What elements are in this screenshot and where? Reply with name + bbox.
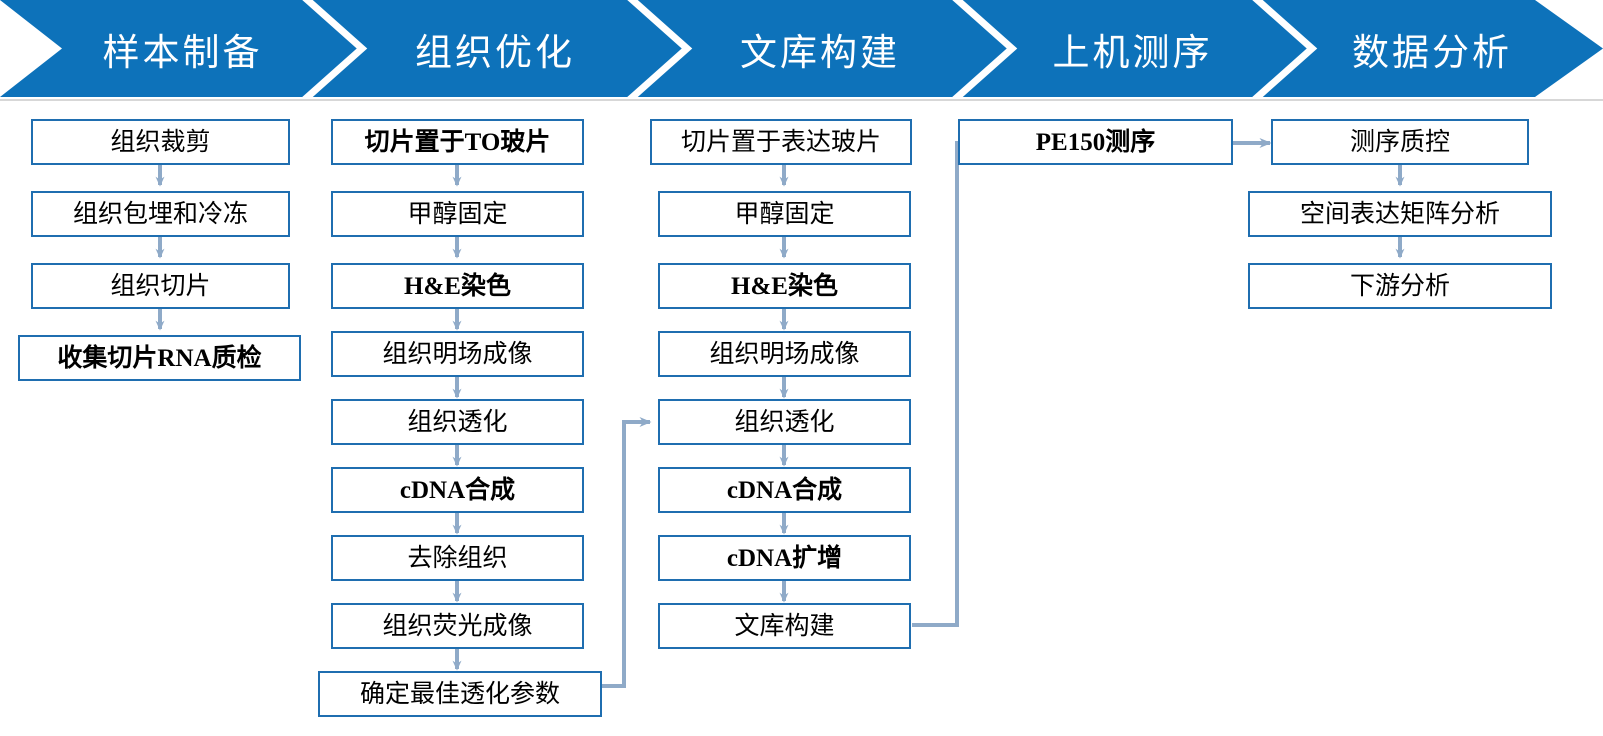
- node-label: 去除组织: [407, 544, 508, 572]
- banner-underline: [0, 99, 1603, 101]
- node-label: 组织透化: [407, 408, 508, 436]
- node-collect-sections-rna-qc[interactable]: 收集切片RNA质检: [18, 335, 301, 381]
- node-fluorescence-imaging[interactable]: 组织荧光成像: [331, 603, 584, 649]
- node-permeabilization-lib[interactable]: 组织透化: [658, 399, 911, 445]
- node-tissue-embedding-freezing[interactable]: 组织包埋和冷冻: [31, 191, 290, 237]
- node-section-on-expression-slide[interactable]: 切片置于表达玻片: [650, 119, 912, 165]
- stage-banner: 样本制备 组织优化 文库构建 上机测序 数据分析: [0, 0, 1603, 97]
- node-determine-optimal-permeabilization[interactable]: 确定最佳透化参数: [318, 671, 602, 717]
- node-label: 测序质控: [1349, 128, 1450, 156]
- node-label: 组织明场成像: [382, 340, 533, 368]
- connector-optimization-to-permeabilization: [602, 417, 652, 688]
- banner-chevron-3: [952, 0, 1018, 97]
- node-spatial-expression-matrix-analysis[interactable]: 空间表达矩阵分析: [1248, 191, 1552, 237]
- node-sequencing-qc[interactable]: 测序质控: [1271, 119, 1529, 165]
- node-label: 切片置于表达玻片: [680, 128, 881, 156]
- node-label: H&E染色: [404, 272, 511, 300]
- node-cdna-synthesis-opt[interactable]: cDNA合成: [331, 467, 584, 513]
- node-he-staining-opt[interactable]: H&E染色: [331, 263, 584, 309]
- connector-library-to-sequencing: [912, 138, 1152, 627]
- node-label: 下游分析: [1349, 272, 1450, 300]
- node-methanol-fixation-opt[interactable]: 甲醇固定: [331, 191, 584, 237]
- node-library-construction[interactable]: 文库构建: [658, 603, 911, 649]
- node-label: cDNA合成: [399, 476, 516, 504]
- node-cdna-amplification[interactable]: cDNA扩增: [658, 535, 911, 581]
- node-label: 确定最佳透化参数: [359, 680, 560, 708]
- banner-chevron-4: [1252, 0, 1318, 97]
- node-downstream-analysis[interactable]: 下游分析: [1248, 263, 1552, 309]
- node-label: 甲醇固定: [407, 200, 508, 228]
- node-label: 甲醇固定: [734, 200, 835, 228]
- node-label: 空间表达矩阵分析: [1299, 200, 1500, 228]
- node-label: cDNA扩增: [726, 544, 843, 572]
- node-methanol-fixation-lib[interactable]: 甲醇固定: [658, 191, 911, 237]
- banner-chevron-1: [302, 0, 368, 97]
- node-permeabilization-opt[interactable]: 组织透化: [331, 399, 584, 445]
- node-cdna-synthesis-lib[interactable]: cDNA合成: [658, 467, 911, 513]
- node-he-staining-lib[interactable]: H&E染色: [658, 263, 911, 309]
- node-label: 组织裁剪: [110, 128, 211, 156]
- node-label: 组织荧光成像: [382, 612, 533, 640]
- node-tissue-sectioning[interactable]: 组织切片: [31, 263, 290, 309]
- node-brightfield-imaging-opt[interactable]: 组织明场成像: [331, 331, 584, 377]
- node-tissue-trimming[interactable]: 组织裁剪: [31, 119, 290, 165]
- node-pe150-sequencing[interactable]: PE150测序: [958, 119, 1233, 165]
- node-label: 切片置于TO玻片: [364, 128, 551, 156]
- node-label: 组织明场成像: [709, 340, 860, 368]
- node-brightfield-imaging-lib[interactable]: 组织明场成像: [658, 331, 911, 377]
- node-label: H&E染色: [731, 272, 838, 300]
- node-label: cDNA合成: [726, 476, 843, 504]
- banner-shape: [0, 0, 1603, 97]
- node-tissue-removal[interactable]: 去除组织: [331, 535, 584, 581]
- node-label: PE150测序: [1035, 128, 1156, 156]
- node-label: 组织透化: [734, 408, 835, 436]
- node-label: 文库构建: [734, 612, 835, 640]
- node-label: 组织包埋和冷冻: [72, 200, 248, 228]
- banner-chevron-2: [627, 0, 693, 97]
- node-label: 收集切片RNA质检: [57, 344, 262, 372]
- node-section-on-to-slide[interactable]: 切片置于TO玻片: [331, 119, 584, 165]
- node-label: 组织切片: [110, 272, 211, 300]
